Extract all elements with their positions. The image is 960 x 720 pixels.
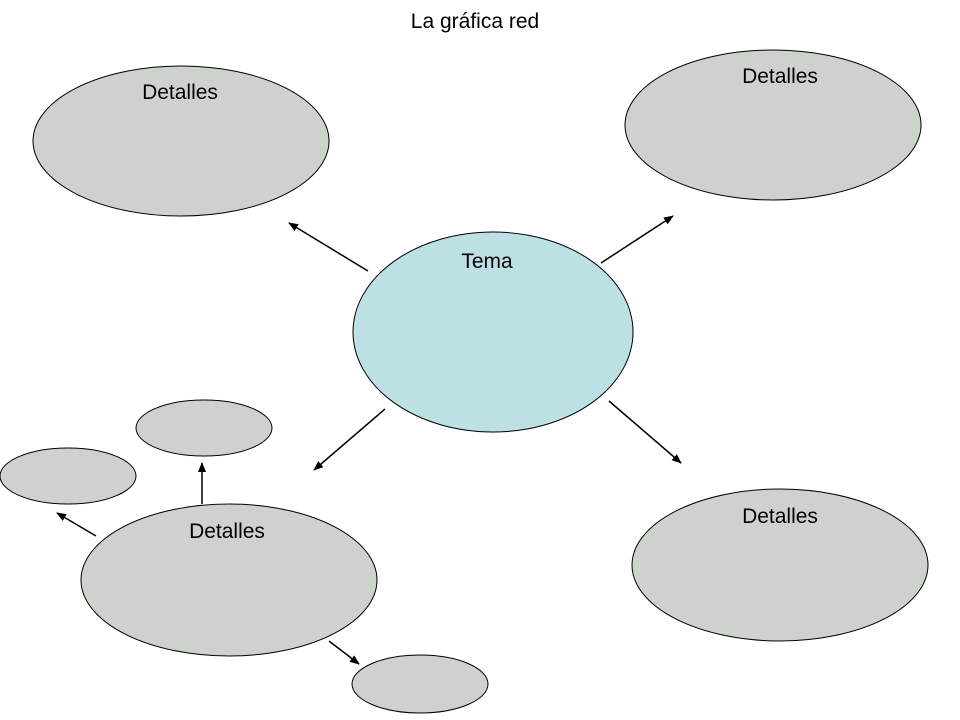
- diagram-title: La gráfica red: [411, 10, 539, 33]
- arrow-center-to-bottom-right: [608, 400, 682, 464]
- detail-ellipse: [631, 488, 929, 642]
- detail-label: Detalles: [742, 65, 818, 88]
- detail-label: Detalles: [142, 81, 218, 104]
- topic-ellipse: [352, 231, 634, 433]
- detail-bubble-bottom-left: Detalles: [80, 503, 378, 657]
- detail-bubble-top-right: Detalles: [624, 49, 922, 201]
- detail-ellipse: [32, 65, 330, 217]
- detail-label: Detalles: [189, 520, 265, 543]
- topic-label: Tema: [461, 250, 513, 273]
- arrow-center-to-top-right: [600, 215, 674, 264]
- topic-bubble: Tema: [352, 231, 634, 433]
- arrow-detail-to-sub-bottom: [328, 640, 360, 665]
- sub-bubble-bottom: [351, 654, 489, 714]
- arrow-detail-to-sub-left: [56, 512, 97, 537]
- sub-bubble-top: [135, 399, 273, 457]
- detail-ellipse: [80, 503, 378, 657]
- detail-label: Detalles: [742, 505, 818, 528]
- arrow-center-to-bottom-left: [313, 408, 386, 471]
- connectors: [56, 215, 682, 665]
- detail-ellipse: [624, 49, 922, 201]
- arrow-center-to-top-left: [288, 222, 369, 272]
- detail-bubble-top-left: Detalles: [32, 65, 330, 217]
- sub-bubble-left: [0, 447, 137, 505]
- detail-bubble-bottom-right: Detalles: [631, 488, 929, 642]
